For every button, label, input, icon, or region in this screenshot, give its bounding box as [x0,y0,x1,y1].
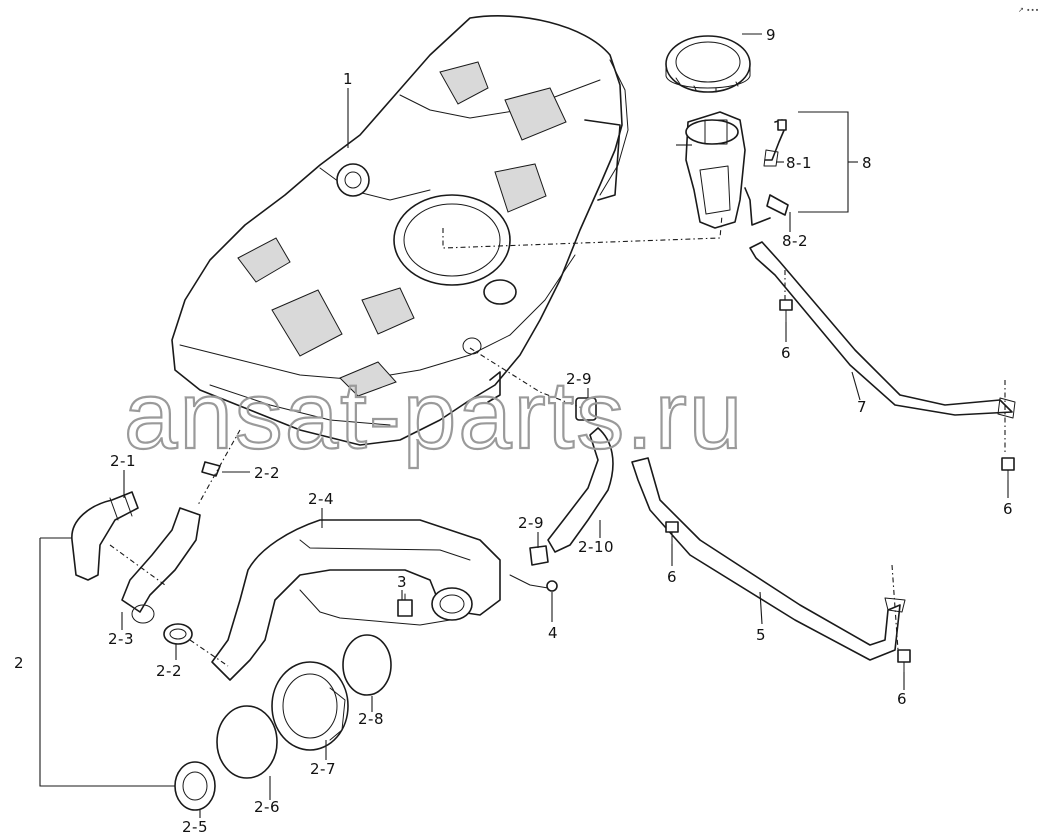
assembly-line-clamp [189,639,229,667]
callout-8: 8 [862,154,872,172]
callout-7: 7 [857,398,867,416]
assembly-line-hose [109,544,166,586]
callout-8-1: 8-1 [786,154,812,172]
callout-2-2-a: 2-2 [254,464,280,482]
callout-4: 4 [548,624,558,642]
callout-6-b: 6 [1003,500,1013,518]
callout-6-d: 6 [897,690,907,708]
callout-6-a: 6 [781,344,791,362]
filler-housing [271,661,349,751]
callout-2-4: 2-4 [308,490,334,508]
callout-1: 1 [343,70,353,88]
assembly-line-pump [442,214,723,249]
tank-strap-front [631,457,906,661]
lock-ring [665,35,751,93]
callout-3: 3 [397,573,407,591]
bolt-icon [665,299,1015,673]
callout-2-9-a: 2-9 [566,370,592,388]
assembly-line-vent [469,347,583,409]
callout-2-5: 2-5 [182,818,208,836]
callout-9: 9 [766,26,776,44]
callout-2-8: 2-8 [358,710,384,728]
callout-2-9-b: 2-9 [518,514,544,532]
callout-2-3: 2-3 [108,630,134,648]
corner-mark: ↗ ∙∙∙ [1018,6,1039,14]
callout-6-c: 6 [667,568,677,586]
filler-hose-lower [121,507,201,624]
callout-2-7: 2-7 [310,760,336,778]
bracket [397,593,413,617]
callout-2-6: 2-6 [254,798,280,816]
callout-2: 2 [14,654,24,672]
tank-strap-rear [749,241,1016,419]
fuel-pump-module [685,111,789,229]
callout-5: 5 [756,626,766,644]
fuel-cap [174,761,216,811]
leader-lines [39,33,1009,818]
filler-hose [71,491,139,581]
callout-2-2-b: 2-2 [156,662,182,680]
vent-hose [529,397,614,566]
fuel-tank [171,15,629,446]
assembly-line-bolt-5 [891,564,899,651]
filler-pipe [211,519,558,681]
housing-seal [342,634,392,696]
cap-seal [216,705,278,779]
callout-2-1: 2-1 [110,452,136,470]
callout-2-10: 2-10 [578,538,614,556]
callout-8-2: 8-2 [782,232,808,250]
watermark: ansat-parts.ru [124,362,744,469]
hose-clamp [163,461,221,645]
